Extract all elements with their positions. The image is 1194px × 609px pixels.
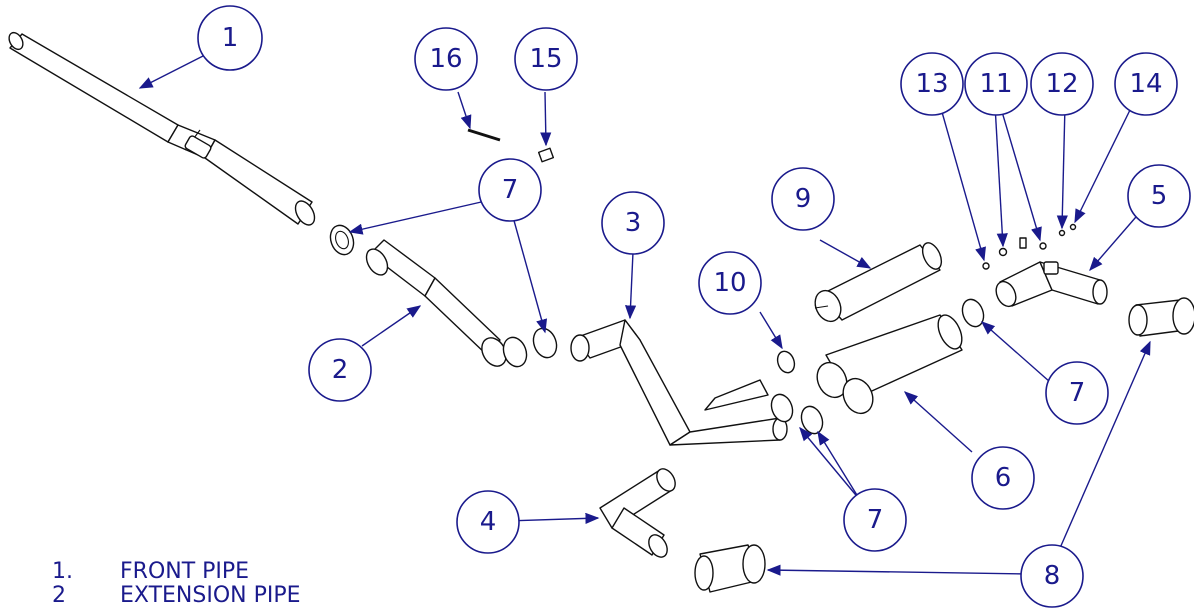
part-hardware-11-14 <box>982 223 1077 270</box>
balloon-label: 12 <box>1045 69 1078 99</box>
balloon-label: 14 <box>1129 69 1162 99</box>
balloon-7-right: 7 <box>1045 361 1109 425</box>
parts-legend: 1. FRONT PIPE 2 EXTENSION PIPE <box>52 560 301 608</box>
part-clamp-7-right <box>961 298 985 328</box>
legend-row: 2 EXTENSION PIPE <box>52 584 301 608</box>
part-clamp-7-top <box>329 224 355 256</box>
part-clamp-7-mid <box>502 327 558 368</box>
part-clamp-7-lower <box>770 393 824 435</box>
balloon-16: 16 <box>414 27 478 91</box>
part-tail-tip-8-upper <box>1128 297 1194 337</box>
legend-number: 2 <box>52 583 66 608</box>
balloon-label: 3 <box>625 208 642 238</box>
balloon-label: 11 <box>979 69 1012 99</box>
part-tailpipe-5 <box>995 261 1108 308</box>
balloon-7-top: 7 <box>478 158 542 222</box>
balloon-7-lower: 7 <box>843 488 907 552</box>
balloon-label: 1 <box>222 23 239 53</box>
legend-part-name: EXTENSION PIPE <box>120 583 301 608</box>
legend-number: 1. <box>52 559 73 584</box>
part-bracket-15 <box>537 147 555 163</box>
part-pipe-4 <box>599 468 676 558</box>
balloon-label: 5 <box>1151 181 1168 211</box>
balloon-5: 5 <box>1127 164 1191 228</box>
balloon-label: 7 <box>1069 378 1086 408</box>
part-muffler-6 <box>816 314 963 415</box>
balloon-10: 10 <box>698 251 762 315</box>
balloon-9: 9 <box>771 167 835 231</box>
balloon-4: 4 <box>456 490 520 554</box>
leader-lines <box>138 54 1151 576</box>
balloon-1: 1 <box>197 5 263 71</box>
balloon-12: 12 <box>1030 52 1094 116</box>
balloon-label: 7 <box>502 175 519 205</box>
balloon-8: 8 <box>1020 544 1084 608</box>
part-extension-pipe <box>365 239 507 367</box>
balloon-label: 6 <box>995 463 1012 493</box>
balloon-3: 3 <box>601 191 665 255</box>
part-hanger-16 <box>467 128 501 142</box>
balloon-14: 14 <box>1114 52 1178 116</box>
balloon-label: 9 <box>795 184 812 214</box>
balloon-label: 7 <box>867 505 884 535</box>
legend-part-name: FRONT PIPE <box>120 559 250 584</box>
part-clamp-10 <box>776 350 796 374</box>
part-front-pipe <box>8 31 316 226</box>
part-y-pipe <box>570 319 788 446</box>
balloon-label: 2 <box>332 355 349 385</box>
balloon-label: 4 <box>480 507 497 537</box>
balloon-6: 6 <box>971 446 1035 510</box>
legend-row: 1. FRONT PIPE <box>52 560 301 584</box>
balloon-2: 2 <box>308 338 372 402</box>
balloon-11: 11 <box>964 52 1028 116</box>
balloon-13: 13 <box>900 52 964 116</box>
part-tail-tip-8-lower <box>694 544 766 593</box>
balloon-label: 15 <box>529 44 562 74</box>
part-muffler-9 <box>814 242 943 323</box>
balloon-label: 13 <box>915 69 948 99</box>
balloon-label: 8 <box>1044 561 1061 591</box>
balloon-15: 15 <box>514 27 578 91</box>
balloon-label: 10 <box>713 268 746 298</box>
balloon-label: 16 <box>429 44 462 74</box>
